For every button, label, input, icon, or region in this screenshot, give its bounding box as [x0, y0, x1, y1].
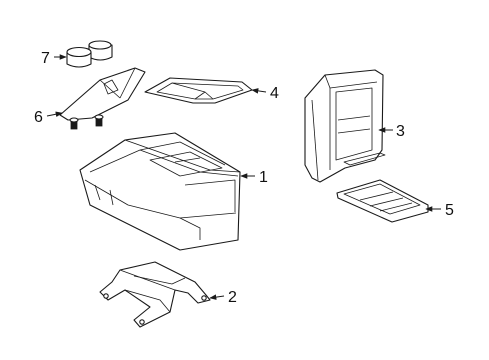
trim-frame-part-4	[144, 77, 253, 104]
leader-6	[46, 111, 63, 117]
armrest-lid-part-3	[304, 69, 386, 183]
callout-3: 3	[396, 123, 405, 140]
leader-4	[251, 88, 267, 94]
leader-2	[209, 294, 225, 300]
callout-7: 7	[41, 50, 50, 67]
mounting-bracket-part-2	[99, 261, 211, 328]
callout-4: 4	[270, 85, 279, 102]
cup-holder-part-7	[66, 40, 113, 68]
callout-2: 2	[228, 289, 237, 306]
tray-mat-part-5	[336, 179, 429, 223]
leader-lines	[46, 54, 441, 300]
callout-5: 5	[445, 202, 454, 219]
callout-1: 1	[259, 169, 268, 186]
console-body-part-1	[79, 132, 241, 251]
bracket-part-6	[59, 67, 146, 130]
callout-labels: 1 2 3 4 5 6 7	[34, 50, 454, 306]
callout-6: 6	[34, 109, 43, 126]
